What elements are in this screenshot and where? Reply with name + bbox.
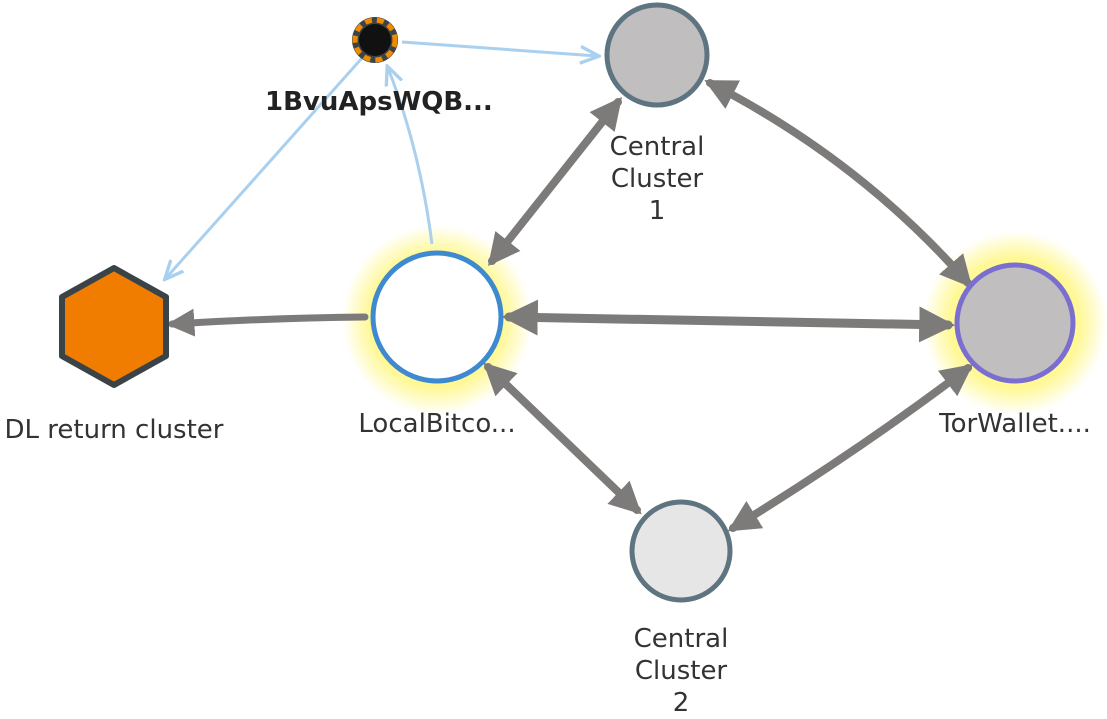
node-tor-wallet[interactable] (954, 262, 1076, 384)
edge-address-to-central-1[interactable] (401, 40, 597, 56)
node-address-1bvu[interactable] (352, 17, 398, 63)
edge-tor-wallet-central-2[interactable] (727, 364, 974, 532)
node-dl-return-cluster[interactable] (59, 265, 169, 388)
node-local-bitcoin[interactable] (370, 250, 504, 384)
label-central-cluster-2: Central Cluster 2 (633, 624, 729, 718)
node-central-cluster-2[interactable] (629, 499, 733, 603)
label-dl-return-cluster: DL return cluster (4, 415, 224, 445)
label-local-bitcoin: LocalBitco... (358, 409, 516, 439)
edge-local-bitcoin-tor-wallet[interactable] (501, 299, 956, 343)
edge-local-bitcoin-dl-return[interactable] (166, 308, 369, 337)
node-central-cluster-1[interactable] (604, 2, 710, 108)
label-address-1bvu: 1BvuApsWQB... (265, 87, 493, 117)
edge-address-to-dl-return[interactable] (166, 57, 364, 278)
edge-central-1-tor-wallet[interactable] (704, 79, 973, 288)
label-central-cluster-1: Central Cluster 1 (609, 132, 705, 226)
edge-local-bitcoin-central-2[interactable] (483, 362, 642, 515)
edge-local-bitcoin-central-1[interactable] (488, 96, 622, 267)
label-tor-wallet: TorWallet.... (939, 409, 1091, 439)
edge-local-bitcoin-to-address[interactable] (388, 68, 434, 245)
